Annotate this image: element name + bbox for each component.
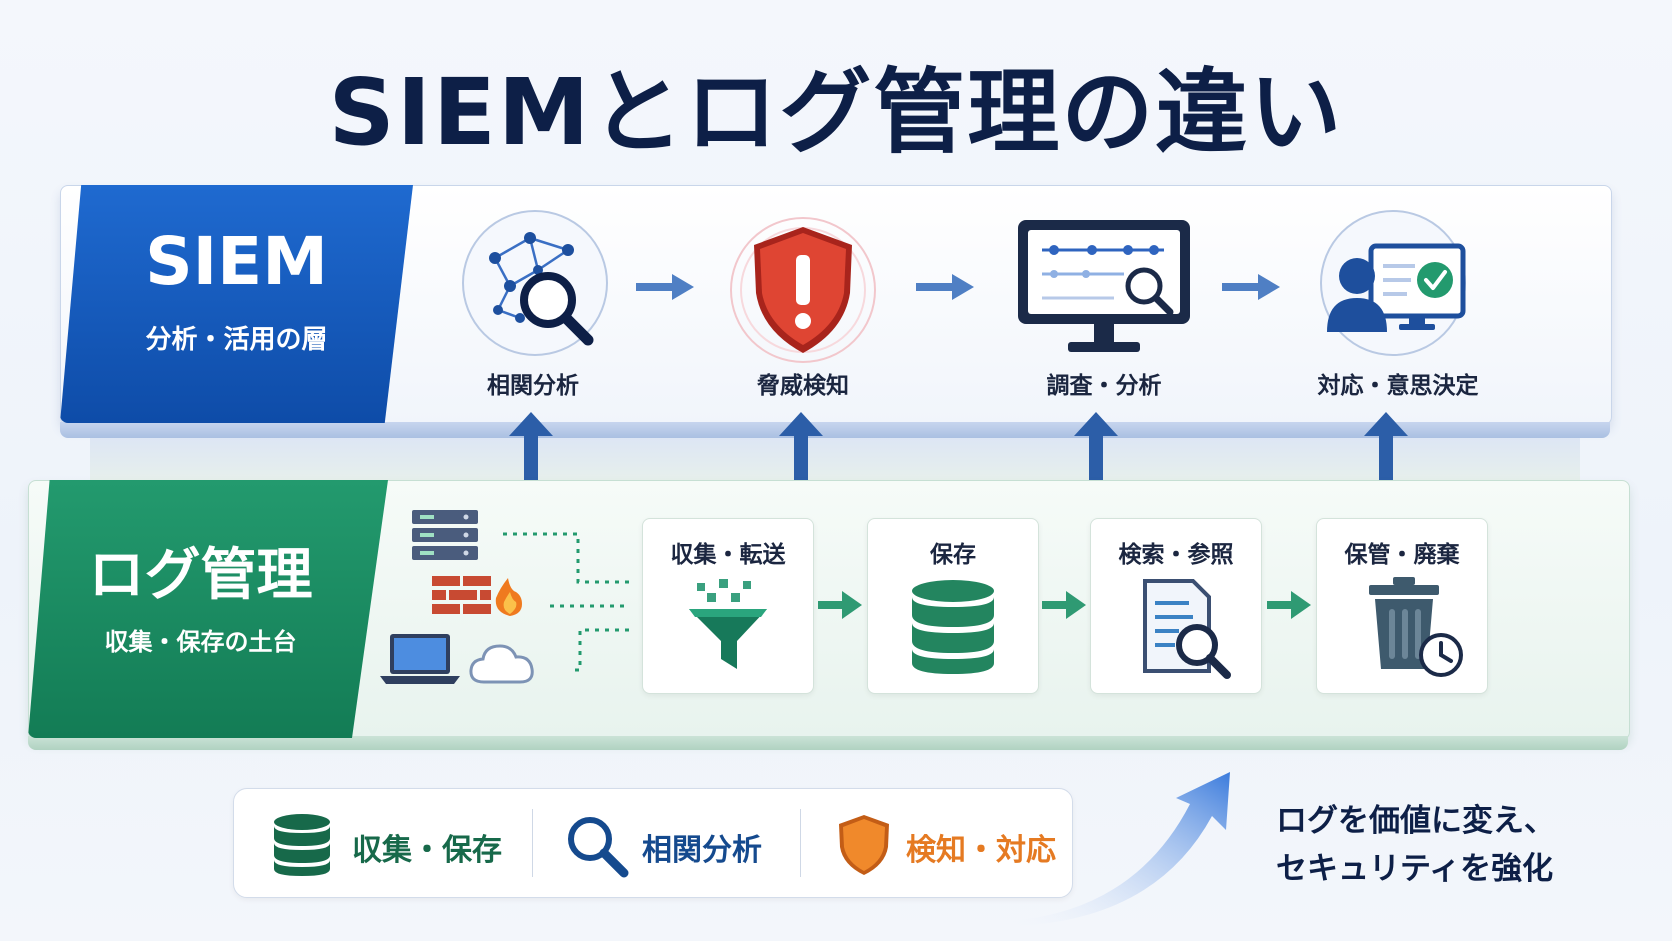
correlation-network-icon [462, 210, 608, 356]
funnel-icon [689, 579, 767, 669]
legend-label-collect: 収集・保存 [352, 833, 502, 868]
legend-item-correlation: 相関分析 [566, 789, 796, 897]
siem-step-response-label: 対応・意思決定 [1317, 373, 1479, 399]
up-arrow-3 [1074, 412, 1118, 492]
siem-step-correlation-label: 相関分析 [487, 373, 579, 399]
log-step-search-card: 検索・参照 [1090, 518, 1262, 694]
legend-item-detect: 検知・対応 [836, 789, 1066, 897]
log-layer-base [28, 736, 1628, 750]
value-swoosh-arrow [988, 772, 1230, 927]
cloud-icon [469, 644, 534, 684]
siem-layer-subtitle: 分析・活用の層 [145, 325, 328, 355]
tagline-line-2: セキュリティを強化 [1276, 851, 1554, 887]
log-flow-arrow-3 [1267, 591, 1311, 619]
legend-divider-1 [532, 809, 533, 877]
legend-item-collect: 収集・保存 [272, 789, 502, 897]
up-arrow-2 [779, 412, 823, 492]
layer-connector-band [90, 438, 1580, 482]
log-step-store-card: 保存 [867, 518, 1039, 694]
siem-flow-arrow-3 [1222, 274, 1280, 300]
siem-step-investigation-label: 調査・分析 [1046, 373, 1162, 399]
page-title: SIEMとログ管理の違い [328, 59, 1344, 166]
firewall-icon [432, 576, 522, 616]
log-step-retain-label: 保管・廃棄 [1344, 542, 1460, 568]
log-flow-arrow-1 [818, 591, 862, 619]
siem-flow-arrow-1 [636, 274, 694, 300]
threat-shield-icon [730, 217, 876, 363]
log-step-store-label: 保存 [930, 542, 976, 568]
log-layer-subtitle: 収集・保存の土台 [104, 628, 297, 656]
database-icon [274, 814, 330, 876]
up-arrow-1 [509, 412, 553, 492]
siem-step-detection-label: 脅威検知 [757, 373, 849, 399]
log-step-collect-card: 収集・転送 [642, 518, 814, 694]
response-decision-icon [1320, 210, 1466, 356]
legend-divider-2 [800, 809, 801, 877]
log-step-retain-card: 保管・廃棄 [1316, 518, 1488, 694]
investigation-monitor-icon [1018, 220, 1190, 352]
database-icon [912, 580, 994, 674]
shield-icon [839, 815, 889, 875]
magnifier-icon [568, 817, 629, 878]
legend-box: 収集・保存 相関分析 検知・対応 [233, 788, 1073, 898]
log-flow-arrow-2 [1042, 591, 1086, 619]
up-arrow-4 [1364, 412, 1408, 492]
log-step-search-label: 検索・参照 [1118, 542, 1234, 568]
source-connectors [503, 532, 630, 672]
laptop-icon [380, 634, 460, 684]
siem-layer-base [60, 422, 1610, 438]
siem-flow-arrow-2 [916, 274, 974, 300]
tagline: ログを価値に変え、 セキュリティを強化 [1276, 797, 1656, 893]
siem-layer-name: SIEM [145, 223, 328, 300]
legend-label-detect: 検知・対応 [906, 833, 1056, 868]
tagline-line-1: ログを価値に変え、 [1276, 803, 1555, 839]
server-rack-icon [412, 510, 478, 560]
log-layer-name: ログ管理 [88, 543, 313, 608]
trash-clock-icon [1369, 577, 1463, 677]
legend-label-correlation: 相関分析 [642, 833, 762, 868]
log-step-collect-label: 収集・転送 [670, 542, 786, 568]
document-search-icon [1143, 579, 1231, 679]
log-layer-label: ログ管理 収集・保存の土台 [28, 480, 388, 738]
siem-layer-label: SIEM 分析・活用の層 [60, 185, 413, 423]
